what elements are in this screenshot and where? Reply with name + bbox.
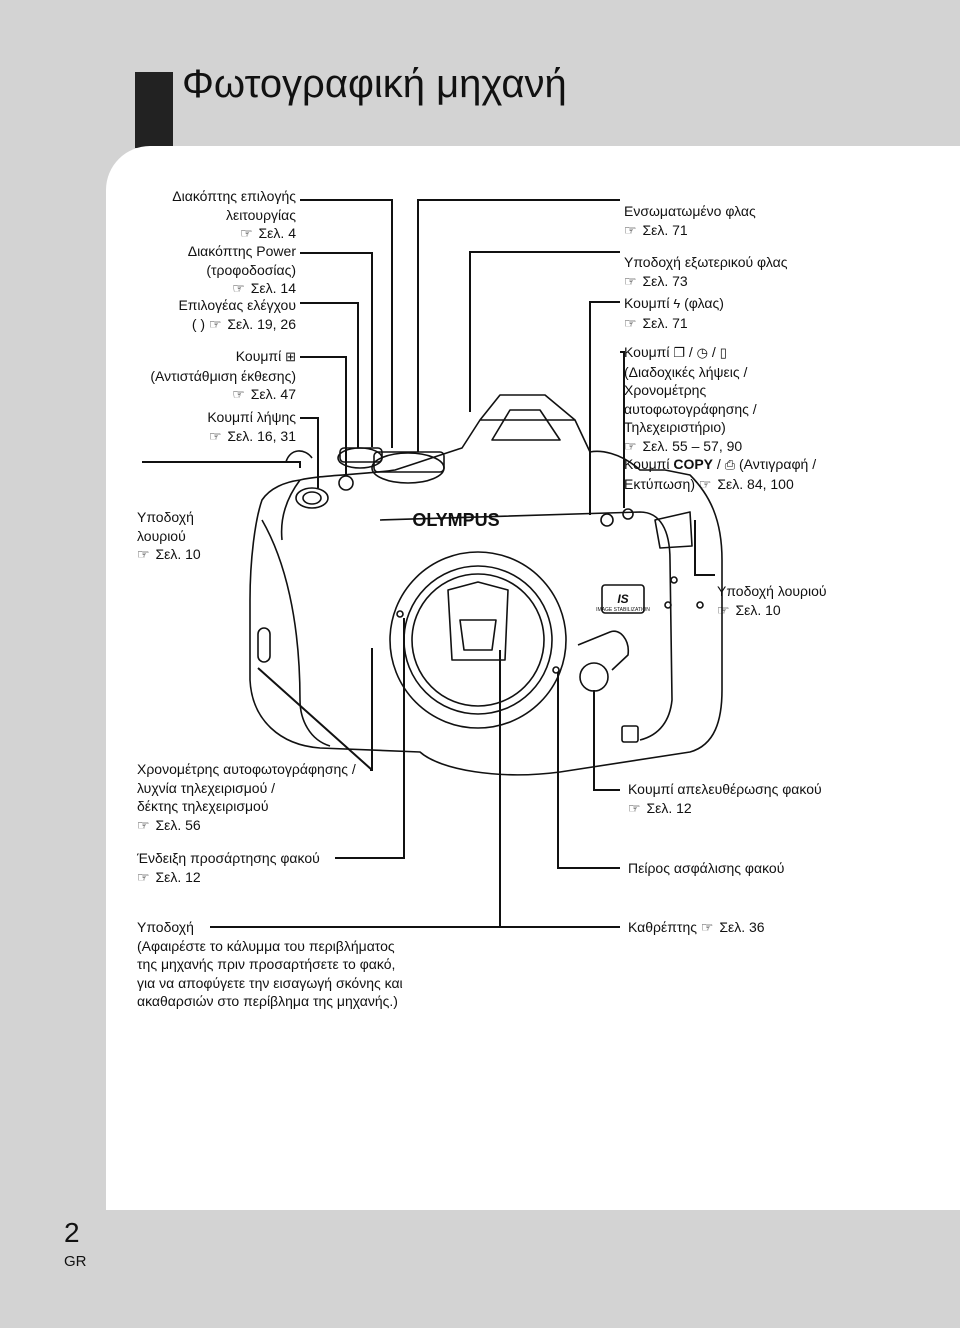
page-ref-icon: ☞ [137, 868, 150, 885]
sequential-shooting-icon: ❐ [673, 345, 685, 360]
page-number: 2 [64, 1217, 80, 1248]
label-flash-button: Κουμπί ϟ (φλας) ☞ Σελ. 71 [624, 295, 724, 331]
is-badge-subtext: IMAGE STABILIZATION [596, 607, 650, 613]
label-exposure-button: Κουμπί ⊞ (Αντιστάθμιση έκθεσης) ☞ Σελ. 4… [150, 348, 296, 403]
page-ref-icon: ☞ [208, 315, 222, 332]
label-lens-mount-mark: Ένδειξη προσάρτησης φακού ☞ Σελ. 12 [137, 850, 320, 885]
title-marker-block [135, 72, 173, 148]
page-ref-icon: ☞ [698, 475, 712, 492]
label-builtin-flash: Ενσωματωμένο φλας ☞ Σελ. 71 [624, 203, 756, 238]
label-lens-release: Κουμπί απελευθέρωσης φακού ☞ Σελ. 12 [628, 781, 822, 816]
label-mount: Υποδοχή (Αφαιρέστε το κάλυμμα του περιβλ… [137, 919, 403, 1010]
copy-label: COPY [673, 456, 714, 472]
page-ref-icon: ☞ [137, 816, 150, 833]
label-mirror: Καθρέπτης ☞ Σελ. 36 [628, 919, 765, 935]
label-lens-lock-pin: Πείρος ασφάλισης φακού [628, 860, 785, 876]
page-ref-icon: ☞ [628, 799, 641, 816]
label-mode-dial: Διακόπτης επιλογής λειτουργίας ☞ Σελ. 4 [172, 188, 296, 242]
language-code: GR [64, 1253, 87, 1270]
flash-icon: ϟ [673, 296, 681, 311]
content-panel [106, 146, 960, 1210]
page-ref-icon: ☞ [232, 386, 245, 403]
page-ref-icon: ☞ [624, 221, 637, 238]
label-strap-eyelet-right: Υποδοχή λουριού ☞ Σελ. 10 [717, 583, 827, 618]
page-ref-icon: ☞ [240, 225, 253, 242]
page-ref-icon: ☞ [137, 546, 150, 563]
page-ref-icon: ☞ [624, 272, 637, 289]
page-ref-icon: ☞ [208, 427, 222, 444]
label-power-switch: Διακόπτης Power (τροφοδοσίας) ☞ Σελ. 14 [187, 243, 296, 297]
is-badge-text: IS [617, 592, 628, 606]
page-ref-icon: ☞ [624, 437, 637, 454]
self-timer-icon: ◷ [696, 345, 709, 360]
page-ref-icon: ☞ [700, 919, 714, 935]
page-ref-icon: ☞ [624, 314, 637, 331]
page-ref-icon: ☞ [232, 280, 245, 297]
label-shutter-button: Κουμπί λήψης ☞ Σελ. 16, 31 [207, 409, 296, 444]
page-ref-icon: ☞ [717, 601, 730, 618]
print-icon: ⎙ [724, 457, 736, 472]
brand-logo: OLYMPUS [412, 510, 499, 530]
label-drive-button: Κουμπί ❐ / ◷ / ▯ (Διαδοχικές λήψεις / Χρ… [624, 344, 757, 454]
page-title: Φωτογραφική μηχανή [182, 62, 567, 106]
label-hot-shoe: Υποδοχή εξωτερικού φλας ☞ Σελ. 73 [624, 254, 788, 289]
label-copy-button: Κουμπί COPY / ⎙ (Αντιγραφή / Εκτύπωση) ☞… [624, 456, 817, 492]
label-control-dial: Επιλογέας ελέγχου ( ) ☞ Σελ. 19, 26 [178, 297, 296, 332]
label-strap-eyelet-left: Υποδοχή λουριού ☞ Σελ. 10 [137, 509, 201, 563]
label-self-timer-lamp: Χρονομέτρης αυτοφωτογράφησης / λυχνία τη… [137, 761, 356, 833]
remote-control-icon: ▯ [719, 345, 727, 360]
exposure-compensation-icon: ⊞ [285, 349, 296, 364]
